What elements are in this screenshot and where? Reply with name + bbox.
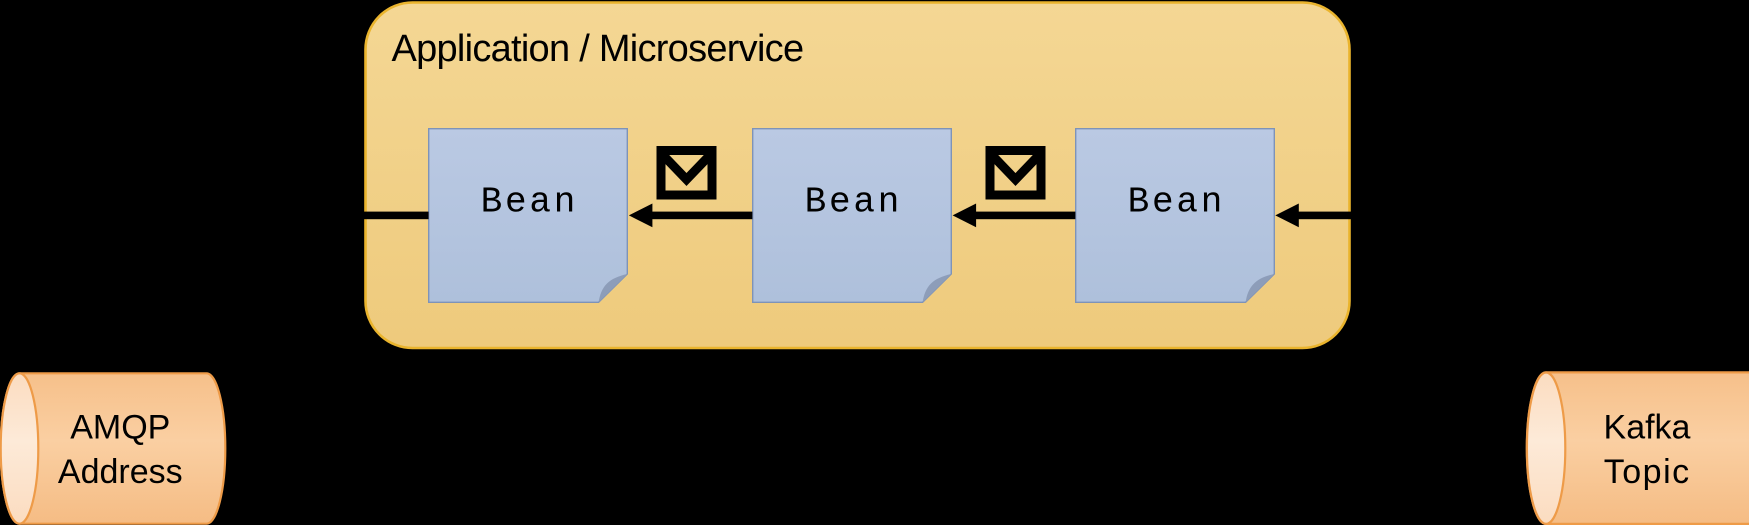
svg-text:Bean: Bean	[481, 182, 579, 223]
svg-text:Kafka: Kafka	[1604, 408, 1691, 446]
svg-text:Address: Address	[58, 453, 183, 491]
svg-text:Bean: Bean	[805, 182, 903, 223]
svg-text:Application / Microservice: Application / Microservice	[392, 28, 804, 70]
svg-text:Bean: Bean	[1128, 182, 1226, 223]
svg-text:AMQP: AMQP	[70, 408, 170, 446]
svg-text:Topic: Topic	[1604, 453, 1691, 491]
